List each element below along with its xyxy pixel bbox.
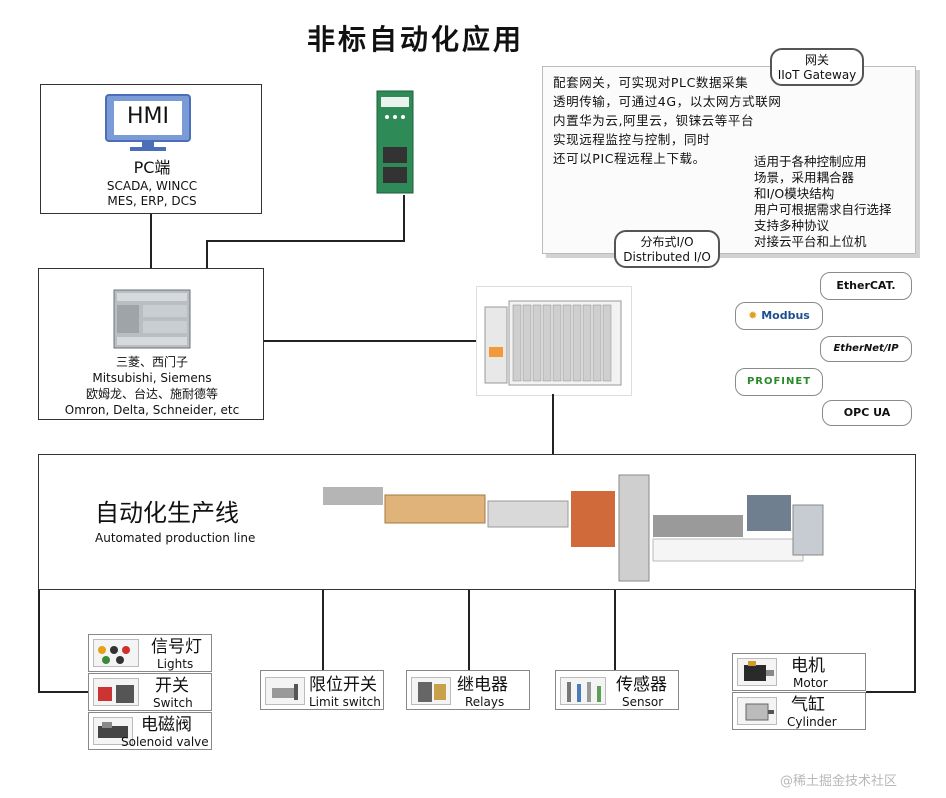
lights-icon	[93, 639, 139, 667]
dio-desc-1: 适用于各种控制应用	[754, 154, 867, 169]
lights-cn: 信号灯	[151, 637, 202, 657]
dio-desc-5: 支持多种协议	[754, 218, 830, 233]
gateway-desc-5: 还可以PIC程远程上下载。	[553, 151, 706, 166]
dio-tag-en: Distributed I/O	[623, 250, 711, 264]
production-line-en: Automated production line	[95, 531, 256, 545]
pc-box: HMI PC端 SCADA, WINCC MES, ERP, DCS	[40, 84, 262, 214]
production-line-image	[323, 465, 831, 583]
bus-left-to-switch	[38, 691, 88, 693]
connector-pc-plc	[150, 214, 152, 268]
plc-brands-cn-1: 三菱、西门子	[115, 355, 188, 369]
lights-en: Lights	[157, 657, 194, 671]
gateway-desc-3: 内置华为云,阿里云，钡铼云等平台	[553, 113, 755, 128]
ethercat-logo: EtherCAT.	[820, 272, 912, 300]
info-panel: 配套网关，可实现对PLC数据采集 透明传输，可通过4G，以太网方式联网 内置华为…	[542, 66, 916, 254]
lights-card: 信号灯 Lights	[88, 634, 212, 672]
motor-icon	[737, 658, 777, 686]
relays-card: 继电器 Relays	[406, 670, 530, 710]
cylinder-icon	[737, 697, 777, 725]
opcua-logo: OPC UA	[822, 400, 912, 426]
connector-gateway-plc-v1	[403, 195, 405, 241]
limit-switch-card: 限位开关 Limit switch	[260, 670, 384, 710]
production-line-box: 自动化生产线 Automated production line	[38, 454, 916, 590]
limit-switch-cn: 限位开关	[309, 675, 377, 695]
solenoid-cn: 电磁阀	[141, 715, 192, 735]
solenoid-en: Solenoid valve	[121, 735, 209, 749]
sensor-icon	[560, 677, 606, 705]
switch-card: 开关 Switch	[88, 673, 212, 711]
drop-sensor	[614, 590, 616, 670]
watermark: @稀土掘金技术社区	[780, 774, 898, 789]
sensor-cn: 传感器	[616, 675, 667, 695]
solenoid-card: 电磁阀 Solenoid valve	[88, 712, 212, 750]
plc-device-image	[113, 289, 191, 349]
distributed-io-tag: 分布式I/O Distributed I/O	[614, 230, 720, 268]
diagram-title: 非标自动化应用	[307, 23, 525, 56]
connector-gateway-plc-v2	[206, 240, 208, 268]
gateway-tag: 网关 IIoT Gateway	[770, 48, 864, 86]
connector-gateway-plc-h	[206, 240, 405, 242]
limit-switch-en: Limit switch	[309, 695, 381, 709]
drop-relays	[468, 590, 470, 670]
pc-name: PC端	[133, 158, 171, 177]
connector-plc-io	[264, 340, 476, 342]
bus-left-drop	[38, 590, 40, 692]
hmi-label: HMI	[126, 104, 169, 129]
modbus-icon: ✹	[748, 309, 758, 322]
motor-en: Motor	[793, 676, 828, 690]
dio-tag-cn: 分布式I/O	[640, 235, 694, 249]
modbus-label: Modbus	[761, 309, 810, 322]
motor-card: 电机 Motor	[732, 653, 866, 691]
limit-switch-icon	[265, 677, 305, 705]
cylinder-card: 气缸 Cylinder	[732, 692, 866, 730]
dio-desc-6: 对接云平台和上位机	[754, 234, 867, 249]
gateway-device-image	[371, 89, 419, 195]
bus-right-to-motor	[866, 691, 916, 693]
switch-en: Switch	[153, 696, 193, 710]
plc-brands-en-2: Omron, Delta, Schneider, etc	[64, 403, 240, 417]
switch-cn: 开关	[155, 676, 189, 696]
switch-icon	[93, 678, 139, 706]
relays-cn: 继电器	[457, 675, 508, 695]
cylinder-cn: 气缸	[791, 695, 825, 715]
solenoid-icon	[93, 717, 133, 745]
plc-brands-en-1: Mitsubishi, Siemens	[92, 371, 212, 385]
distributed-io-device-image	[476, 286, 632, 396]
pc-software-line1: SCADA, WINCC	[106, 179, 198, 193]
gateway-desc-4: 实现远程监控与控制，同时	[553, 132, 711, 147]
monitor-icon: HMI	[104, 93, 192, 153]
gateway-desc-2: 透明传输，可通过4G，以太网方式联网	[553, 94, 782, 109]
plc-box: 三菱、西门子 Mitsubishi, Siemens 欧姆龙、台达、施耐德等 O…	[38, 268, 264, 420]
bus-right-drop	[914, 590, 916, 692]
drop-limit	[322, 590, 324, 670]
gateway-desc-1: 配套网关，可实现对PLC数据采集	[553, 75, 749, 90]
pc-software-line2: MES, ERP, DCS	[107, 194, 197, 208]
dio-desc-3: 和I/O模块结构	[754, 186, 835, 201]
production-line-cn: 自动化生产线	[95, 499, 239, 527]
dio-desc-4: 用户可根据需求自行选择	[754, 202, 892, 217]
cylinder-en: Cylinder	[787, 715, 837, 729]
relays-icon	[411, 677, 451, 705]
sensor-en: Sensor	[622, 695, 664, 709]
modbus-logo: ✹ Modbus	[735, 302, 823, 330]
motor-cn: 电机	[791, 656, 825, 676]
profinet-logo: PROFINET	[735, 368, 823, 396]
sensor-card: 传感器 Sensor	[555, 670, 679, 710]
connector-io-line	[552, 394, 554, 454]
ethernetip-logo: EtherNet/IP	[820, 336, 912, 362]
relays-en: Relays	[465, 695, 505, 709]
gateway-tag-en: IIoT Gateway	[777, 68, 857, 82]
dio-desc-2: 场景，采用耦合器	[754, 170, 855, 185]
plc-brands-cn-2: 欧姆龙、台达、施耐德等	[85, 387, 218, 401]
gateway-tag-cn: 网关	[804, 53, 829, 67]
